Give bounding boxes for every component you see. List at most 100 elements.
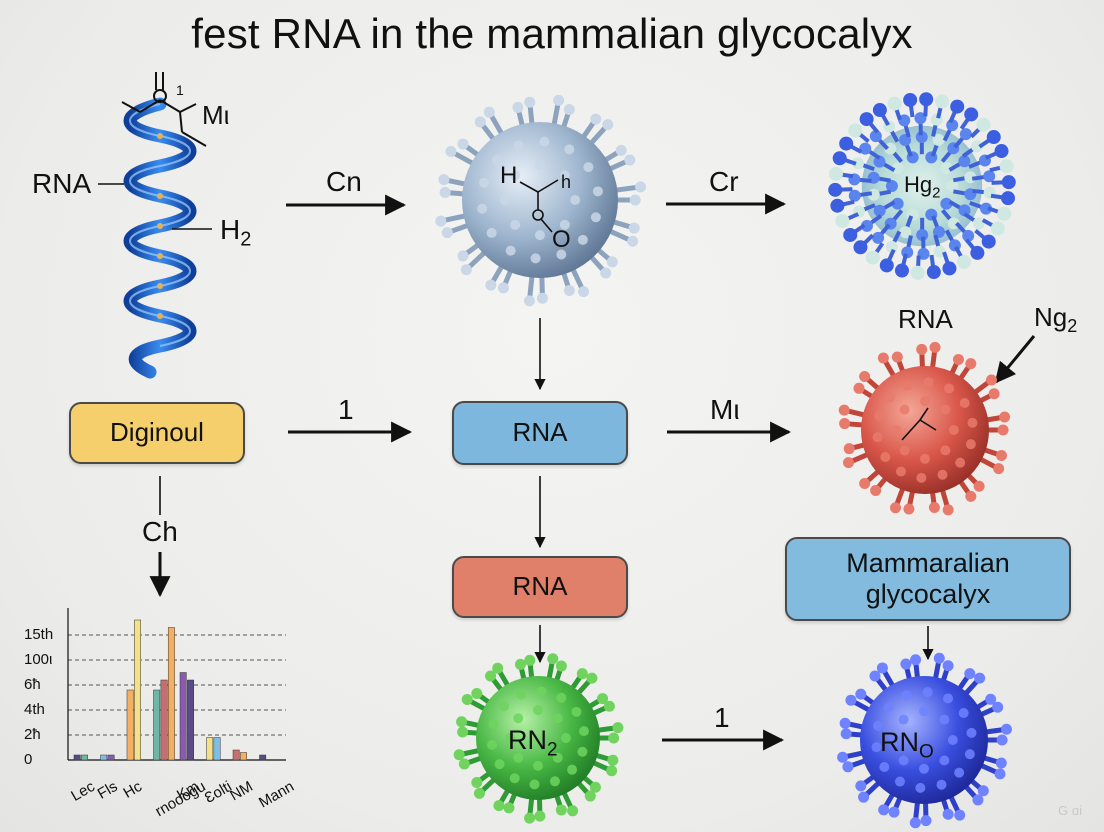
diginoul-box: Diginoul	[69, 402, 245, 464]
grey-knob	[615, 144, 627, 156]
mi-label-top: Mι	[202, 100, 230, 130]
lattice-atom	[885, 240, 898, 253]
blue-bump	[871, 742, 882, 753]
grey-knob	[536, 292, 548, 304]
red-rna-label: RNA	[898, 304, 953, 334]
y-tick-label: 6ħ	[24, 676, 41, 693]
lattice-atom	[958, 204, 971, 217]
grey-bump	[535, 159, 545, 170]
blue-knob	[933, 652, 945, 664]
blue-bump	[947, 735, 958, 745]
green-bump	[556, 692, 567, 703]
bar	[126, 689, 134, 761]
green-knob	[456, 716, 468, 728]
grey-bump	[492, 155, 503, 166]
grey-sphere-structure	[519, 179, 559, 233]
rna-blue-box: RNA	[452, 401, 628, 465]
green-knob	[534, 810, 546, 822]
y-tick-label: 100ι	[24, 651, 53, 668]
green-knob	[524, 812, 536, 824]
green-bump	[578, 726, 589, 737]
blue-bump	[939, 714, 950, 725]
green-knob	[547, 653, 559, 665]
red-knob	[853, 382, 865, 394]
blue-knob	[942, 808, 954, 820]
red-knob	[839, 418, 851, 430]
green-knob	[555, 804, 567, 816]
lattice-atom	[946, 180, 959, 192]
green-knob	[471, 776, 483, 788]
y-tick-label: 0	[24, 751, 33, 768]
grey-knob	[512, 101, 524, 113]
blue-knob	[837, 751, 849, 763]
grey-knob	[553, 94, 565, 106]
green-knob	[458, 758, 470, 770]
red-knob	[993, 463, 1005, 475]
green-bump	[571, 706, 582, 717]
blue-knob	[1001, 723, 1013, 735]
green-bump	[516, 689, 527, 700]
red-bump	[965, 439, 976, 450]
green-bump	[533, 705, 543, 716]
red-bump	[955, 457, 966, 468]
lattice-atom	[859, 112, 874, 127]
red-knob	[929, 341, 941, 353]
blue-bump	[873, 720, 884, 731]
grey-bump	[479, 177, 490, 188]
grey-knob	[590, 113, 602, 125]
lattice-atom	[981, 234, 996, 249]
red-bump	[899, 445, 910, 456]
blue-knob	[992, 701, 1004, 713]
green-symbol: RN	[508, 725, 547, 755]
lattice-atom	[950, 99, 965, 114]
grey-knob	[483, 106, 495, 118]
blue-bump	[883, 702, 894, 713]
lattice-atom	[898, 114, 911, 127]
lattice-atom	[926, 265, 941, 280]
rna-helix	[98, 72, 212, 379]
red-bump	[940, 445, 951, 456]
red-knob	[859, 371, 871, 383]
blue-knob	[858, 791, 870, 803]
blue-knob	[942, 660, 954, 672]
blue-knob	[995, 757, 1007, 769]
grey-o-label: O	[552, 226, 571, 253]
bar	[134, 619, 141, 761]
green-knob	[603, 700, 615, 712]
lattice-atom	[872, 231, 885, 244]
lattice-atom	[962, 229, 975, 242]
lattice-atom	[865, 250, 880, 265]
lattice-atom	[915, 130, 928, 143]
grey-knob	[457, 138, 469, 150]
blue-bump	[922, 687, 933, 698]
grey-knob	[563, 285, 575, 297]
grey-knob	[435, 215, 447, 227]
blue-bump	[954, 767, 965, 778]
red-knob	[838, 404, 850, 416]
blue-knob	[869, 670, 881, 682]
red-knob	[916, 343, 928, 355]
grey-knob	[523, 295, 535, 307]
arrow-label-ch: Ch	[142, 516, 178, 547]
grey-knob	[578, 286, 590, 298]
lattice-atom	[983, 170, 996, 183]
blue-bump	[958, 707, 969, 718]
green-bump	[509, 773, 520, 784]
blue-bump	[943, 693, 954, 704]
bar	[187, 679, 194, 761]
grey-knob	[438, 174, 450, 186]
red-bump	[959, 397, 970, 408]
lattice-atom	[986, 130, 1001, 145]
grey-bump	[570, 195, 581, 205]
molecular-lattice-sphere	[828, 92, 1016, 280]
red-bump	[967, 417, 978, 428]
lattice-atom	[1001, 175, 1016, 190]
bar	[73, 754, 81, 761]
red-bump	[920, 396, 930, 407]
lattice-subscript: 2	[932, 184, 941, 202]
grey-knob	[441, 227, 453, 239]
lattice-atom	[933, 245, 946, 258]
green-knob	[461, 693, 473, 705]
lattice-atom	[916, 229, 929, 242]
